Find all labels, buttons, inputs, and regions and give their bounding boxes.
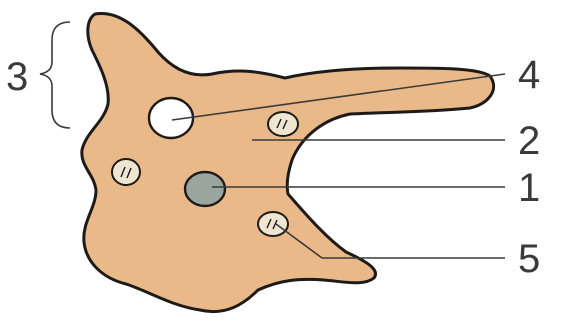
food-vacuole-upper	[268, 112, 298, 136]
pseudopodia-brace	[40, 22, 70, 128]
amoeba-cell-body	[82, 13, 494, 311]
label-nucleus: 1	[518, 166, 540, 210]
food-vacuole-lower	[258, 212, 288, 236]
label-pseudopodia: 3	[6, 55, 28, 99]
label-contractile-vacuole: 4	[518, 53, 540, 97]
label-food-vacuole: 5	[518, 237, 540, 281]
food-vacuole-left	[112, 159, 140, 185]
nucleus	[185, 172, 225, 206]
label-cytoplasm: 2	[518, 119, 540, 163]
